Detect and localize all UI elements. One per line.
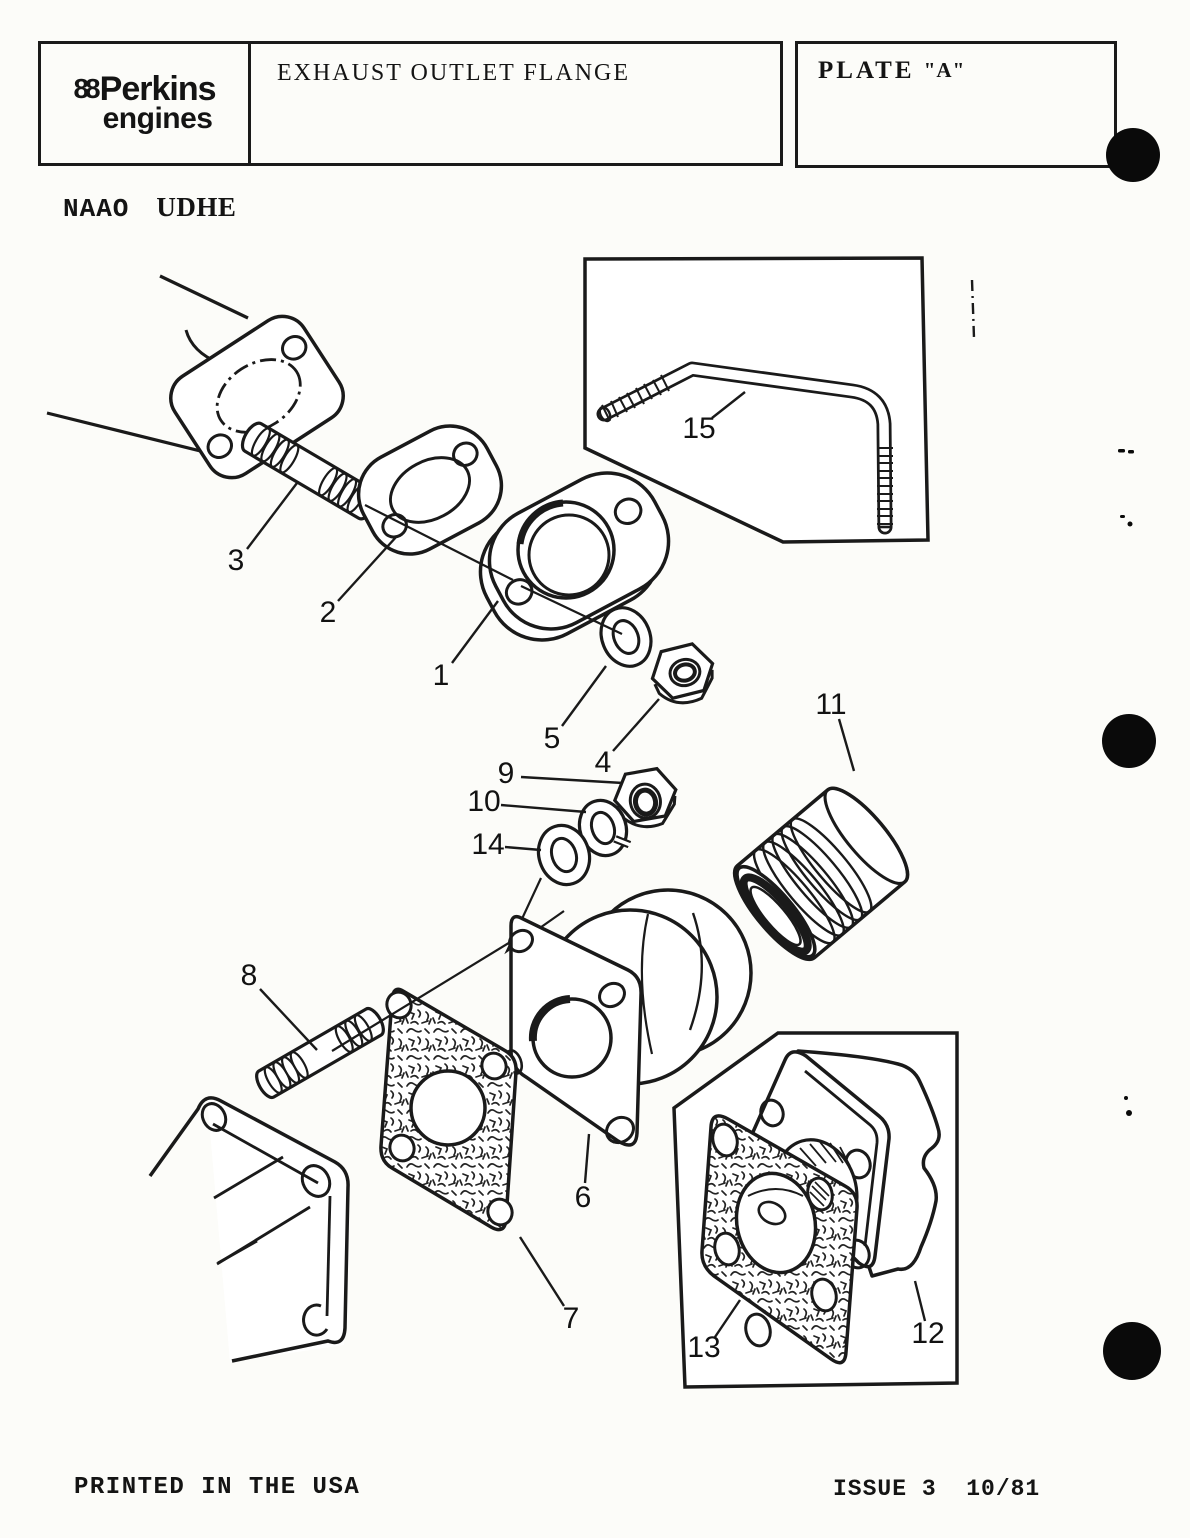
plate-label: PLATE: [818, 57, 915, 84]
callout-2: 2: [319, 596, 337, 629]
perkins-logo-icon: 88: [73, 73, 100, 105]
stud-8: [255, 1006, 385, 1100]
gasket-2: [356, 424, 504, 556]
punch-hole-bottom: [1103, 1322, 1161, 1380]
hex-nut-9: [612, 766, 678, 829]
code-primary: NAAO: [63, 194, 130, 224]
gasket-13: [700, 1114, 859, 1365]
callout-8: 8: [240, 959, 258, 992]
callout-6: 6: [574, 1181, 592, 1214]
plate-ref: "A": [923, 58, 966, 82]
bent-stud: [596, 361, 893, 535]
outlet-flange-6: [504, 888, 753, 1147]
perkins-logo: 88 Perkins engines: [73, 70, 217, 136]
inset-panel-top: [583, 256, 976, 544]
page-title: EXHAUST OUTLET FLANGE: [276, 60, 631, 86]
callout-10: 10: [467, 785, 501, 818]
punch-hole-top: [1106, 128, 1160, 182]
stud-3: [240, 421, 380, 521]
assembly-lines: [331, 504, 623, 1052]
washer-5: [599, 606, 653, 668]
flange-1: [478, 471, 671, 642]
brand-cell: 88 Perkins engines: [41, 44, 251, 163]
leader-lines: [246, 391, 927, 1338]
callout-15: 15: [682, 412, 716, 445]
callout-11: 11: [815, 688, 847, 721]
callout-1: 1: [432, 659, 450, 692]
assembly-line-zigzag: [504, 877, 565, 955]
register-mark: [970, 279, 976, 339]
callout-4: 4: [594, 746, 612, 779]
brand-text: Perkins engines: [99, 70, 217, 136]
callout-7: 7: [562, 1302, 580, 1335]
title-cell: EXHAUST OUTLET FLANGE: [251, 44, 780, 163]
threaded-adaptor-11: [732, 786, 910, 961]
header-box: 88 Perkins engines EXHAUST OUTLET FLANGE: [38, 41, 783, 166]
plate-box: PLATE "A": [795, 41, 1117, 168]
brand-name: Perkins: [99, 70, 217, 109]
punch-hole-middle: [1102, 714, 1156, 768]
slot-hatching: [809, 1181, 830, 1207]
gasket-7: [379, 987, 518, 1232]
footer-issue-note: ISSUE 3 10/81: [833, 1476, 1041, 1502]
callout-5: 5: [543, 722, 561, 755]
callout-13: 13: [687, 1331, 721, 1364]
washer-14: [536, 823, 592, 887]
callout-9: 9: [497, 757, 515, 790]
hex-nut-4: [650, 642, 715, 705]
page-marks: [1102, 128, 1161, 1380]
inset-panel-bottom: [672, 1031, 959, 1389]
thread-ticks: [601, 374, 893, 525]
code-line: NAAO UDHE: [63, 192, 236, 224]
callout-14: 14: [471, 828, 505, 861]
brand-subname: engines: [102, 102, 213, 136]
code-secondary: UDHE: [156, 192, 237, 222]
callout-12: 12: [911, 1317, 945, 1350]
mounting-pad: [148, 1096, 350, 1363]
footer-printed-note: PRINTED IN THE USA: [74, 1474, 361, 1501]
callout-3: 3: [227, 544, 245, 577]
